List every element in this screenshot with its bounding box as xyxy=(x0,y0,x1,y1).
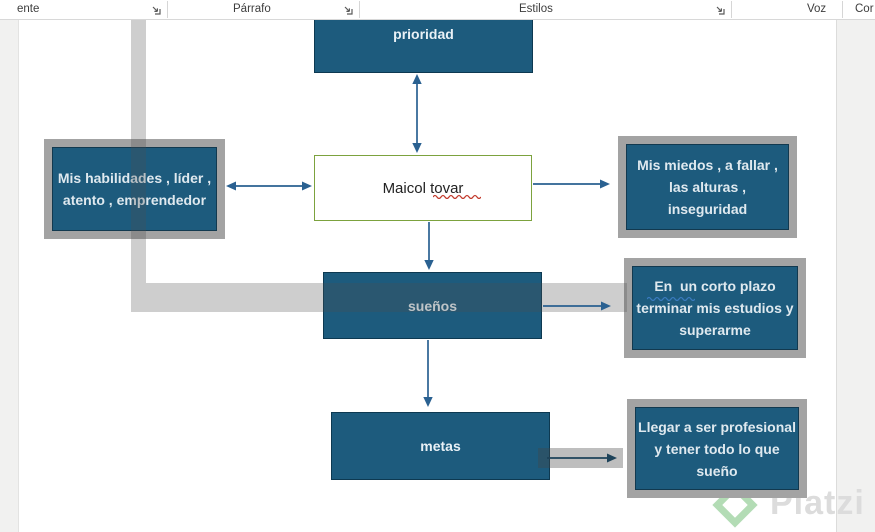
node-habilidades-line: Mis habilidades , líder , xyxy=(57,170,212,186)
gray-highlight-band-vertical xyxy=(131,20,146,283)
node-habilidades-body: Mis habilidades , líder , atento , empre… xyxy=(52,147,217,231)
node-habilidades[interactable]: Mis habilidades , líder , atento , empre… xyxy=(44,139,225,239)
ribbon-strip: ente Párrafo Estilos Voz Cor xyxy=(0,0,875,20)
spellcheck-squiggle-red-icon xyxy=(433,194,481,199)
node-miedos-line: inseguridad xyxy=(667,201,748,217)
ribbon-separator xyxy=(359,1,360,18)
grammar-squiggle-blue-icon xyxy=(647,296,695,301)
ribbon-group-estilos-label: Estilos xyxy=(519,3,553,15)
node-maicol-tovar[interactable]: Maicol tovar xyxy=(314,155,532,221)
node-llegar-line: sueño xyxy=(696,462,738,479)
node-metas-label: metas xyxy=(420,438,461,454)
node-corto-plazo[interactable]: En un corto plazo terminar mis estudios … xyxy=(624,258,806,358)
gray-highlight-band-metas xyxy=(538,448,623,468)
page-margin-left xyxy=(0,20,18,532)
ribbon-group-correccion-label: Cor xyxy=(855,3,874,15)
node-metas[interactable]: metas xyxy=(331,412,550,480)
ribbon-separator xyxy=(842,1,843,18)
node-maicol-tovar-label: Maicol tovar xyxy=(382,179,464,197)
node-prioridad[interactable]: prioridad xyxy=(314,20,533,73)
node-prioridad-label: prioridad xyxy=(393,26,454,42)
node-miedos[interactable]: Mis miedos , a fallar , las alturas , in… xyxy=(618,136,797,238)
node-llegar-body: Llegar a ser profesional y tener todo lo… xyxy=(635,407,799,490)
node-corto-plazo-line: terminar mis estudios y xyxy=(636,300,794,316)
node-corto-plazo-line: superarme xyxy=(679,322,751,338)
node-llegar-line: y tener todo lo que xyxy=(654,440,780,457)
ribbon-group-fuente-label: ente xyxy=(17,3,40,15)
node-llegar[interactable]: Llegar a ser profesional y tener todo lo… xyxy=(627,399,807,498)
node-llegar-line: Llegar a ser profesional xyxy=(638,418,796,435)
node-corto-plazo-line: En un corto plazo xyxy=(654,278,776,294)
node-miedos-line: Mis miedos , a fallar , xyxy=(637,157,778,173)
node-suenos-label: sueños xyxy=(407,297,457,314)
dialog-launcher-icon[interactable] xyxy=(714,4,726,16)
gray-highlight-band-horizontal xyxy=(131,283,627,312)
dialog-launcher-icon[interactable] xyxy=(150,4,162,16)
ribbon-group-parrafo-label: Párrafo xyxy=(233,3,271,15)
node-suenos[interactable]: sueños xyxy=(323,272,542,339)
node-miedos-body: Mis miedos , a fallar , las alturas , in… xyxy=(626,144,789,230)
ribbon-separator xyxy=(731,1,732,18)
ribbon-group-voz-label: Voz xyxy=(807,3,827,15)
page-margin-right xyxy=(837,20,855,532)
node-corto-plazo-body: En un corto plazo terminar mis estudios … xyxy=(632,266,798,350)
node-miedos-line: las alturas , xyxy=(668,179,747,195)
node-habilidades-line: atento , emprendedor xyxy=(62,192,207,208)
dialog-launcher-icon[interactable] xyxy=(342,4,354,16)
ribbon-separator xyxy=(167,1,168,18)
